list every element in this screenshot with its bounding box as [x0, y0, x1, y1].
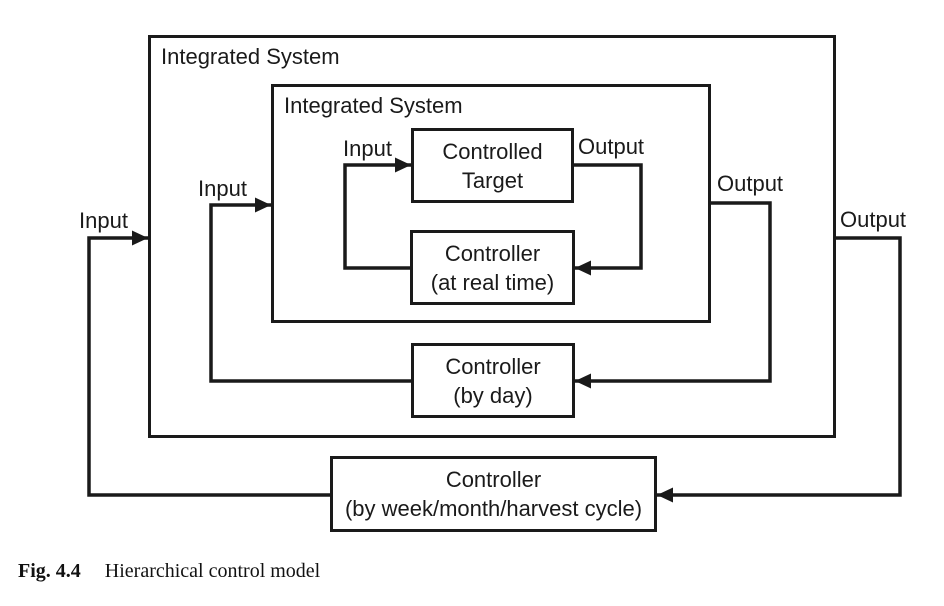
arrow-byday-feedback-to-inner-system	[209, 197, 411, 383]
controller-by-week-line1: Controller	[445, 467, 542, 492]
output-label-outer: Output	[840, 207, 907, 232]
inner-integrated-system-label: Integrated System	[284, 93, 463, 118]
controller-by-week-node: Controller (by week/month/harvest cycle)	[330, 456, 657, 532]
arrow-inner-feedback-to-target	[343, 157, 411, 270]
output-label-inner: Output	[578, 134, 645, 159]
figure-caption-text: Hierarchical control model	[104, 560, 321, 582]
input-label-inner: Input	[343, 136, 392, 161]
input-label-mid: Input	[198, 176, 247, 201]
input-label-outer: Input	[79, 208, 128, 233]
arrow-target-output-to-realtime-controller	[574, 163, 643, 276]
controller-by-day-line2: (by day)	[453, 382, 533, 408]
controlled-target-line2: Target	[461, 167, 524, 193]
controlled-target-node: Controlled Target	[411, 128, 574, 203]
controller-by-week-line2: (by week/month/harvest cycle)	[344, 496, 643, 521]
controller-realtime-node: Controller (at real time)	[410, 230, 575, 305]
controlled-target-line1: Controlled	[442, 138, 543, 164]
controller-by-day-line1: Controller	[445, 353, 541, 379]
controller-realtime-line1: Controller	[444, 240, 541, 266]
arrow-byweek-feedback-to-outer-system	[87, 230, 330, 497]
outer-integrated-system-box	[148, 35, 836, 438]
output-label-mid: Output	[717, 171, 784, 196]
figure-number: Fig. 4.4	[18, 560, 81, 582]
figure-caption: Fig. 4.4 Hierarchical control model	[18, 560, 320, 583]
controller-by-day-node: Controller (by day)	[411, 343, 575, 418]
inner-integrated-system-box	[271, 84, 711, 323]
arrow-outer-system-output-to-byweek-controller	[657, 236, 902, 503]
outer-integrated-system-label: Integrated System	[161, 44, 340, 69]
arrow-inner-system-output-to-byday-controller	[575, 201, 772, 389]
controller-realtime-line2: (at real time)	[430, 269, 555, 295]
